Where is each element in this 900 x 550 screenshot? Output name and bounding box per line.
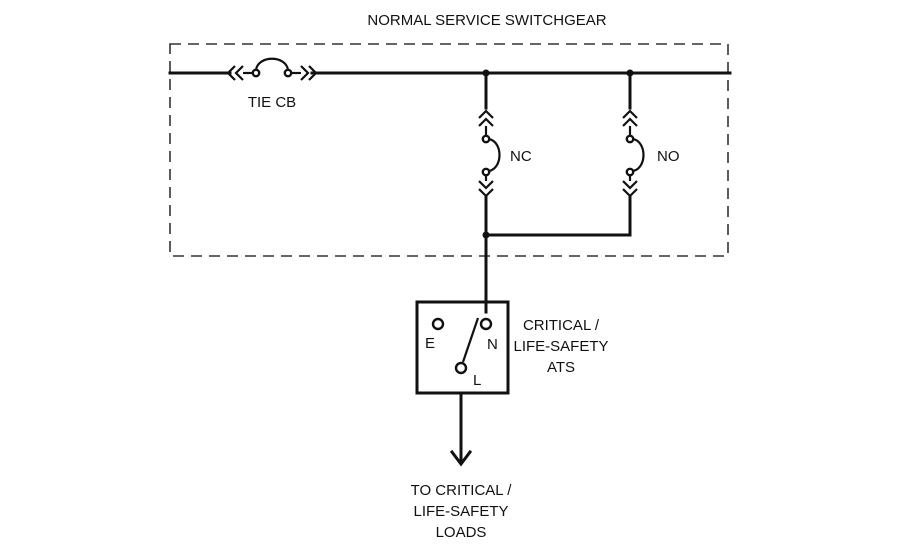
tie-cb-label: TIE CB (248, 94, 296, 111)
output-label-line-1: TO CRITICAL / (411, 482, 513, 499)
ats-label-line-1: CRITICAL / (523, 317, 600, 334)
ats-label-line-3: ATS (547, 359, 575, 376)
switchgear-title: NORMAL SERVICE SWITCHGEAR (367, 12, 606, 29)
breaker-nc-label: NC (510, 148, 532, 165)
ats-terminal-l-label: L (473, 372, 481, 389)
output-arrow (449, 391, 473, 467)
output-label-line-3: LOADS (436, 524, 487, 541)
breaker-no-symbol (622, 71, 645, 237)
breaker-nc-symbol (478, 71, 501, 314)
ats-switch-blade (461, 317, 480, 363)
tie-cb-symbol (226, 57, 318, 81)
breaker-no-label: NO (657, 148, 680, 165)
ats-terminal-e-label: E (425, 335, 435, 352)
ats-terminal-l (454, 361, 468, 375)
ats-terminal-n (479, 317, 493, 331)
switchgear-boundary (169, 43, 729, 257)
output-label-line-2: LIFE-SAFETY (413, 503, 508, 520)
ats-terminal-e (431, 317, 445, 331)
load-junction (482, 231, 490, 239)
ats-terminal-n-label: N (487, 336, 498, 353)
ats-label-line-2: LIFE-SAFETY (513, 338, 608, 355)
